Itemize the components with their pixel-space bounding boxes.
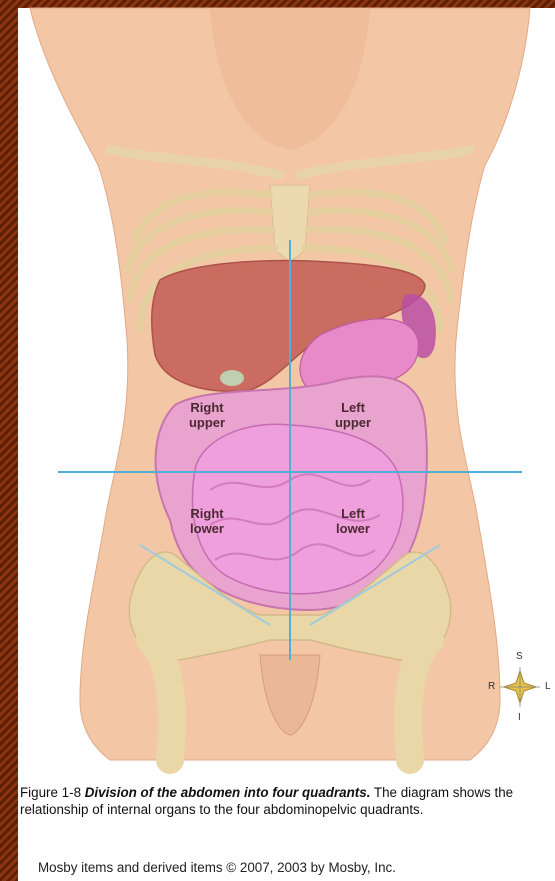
compass-icon bbox=[500, 667, 540, 707]
compass-left: L bbox=[545, 681, 551, 692]
gallbladder bbox=[220, 370, 244, 386]
compass-superior: S bbox=[516, 651, 523, 662]
compass-right: R bbox=[488, 681, 495, 692]
copyright-credit: Mosby items and derived items © 2007, 20… bbox=[38, 860, 555, 875]
figure-number: Figure 1-8 bbox=[20, 785, 85, 800]
figure-caption: Figure 1-8 Division of the abdomen into … bbox=[20, 784, 555, 818]
compass-inferior: I bbox=[518, 712, 521, 723]
figure-title: Division of the abdomen into four quadra… bbox=[85, 785, 371, 800]
